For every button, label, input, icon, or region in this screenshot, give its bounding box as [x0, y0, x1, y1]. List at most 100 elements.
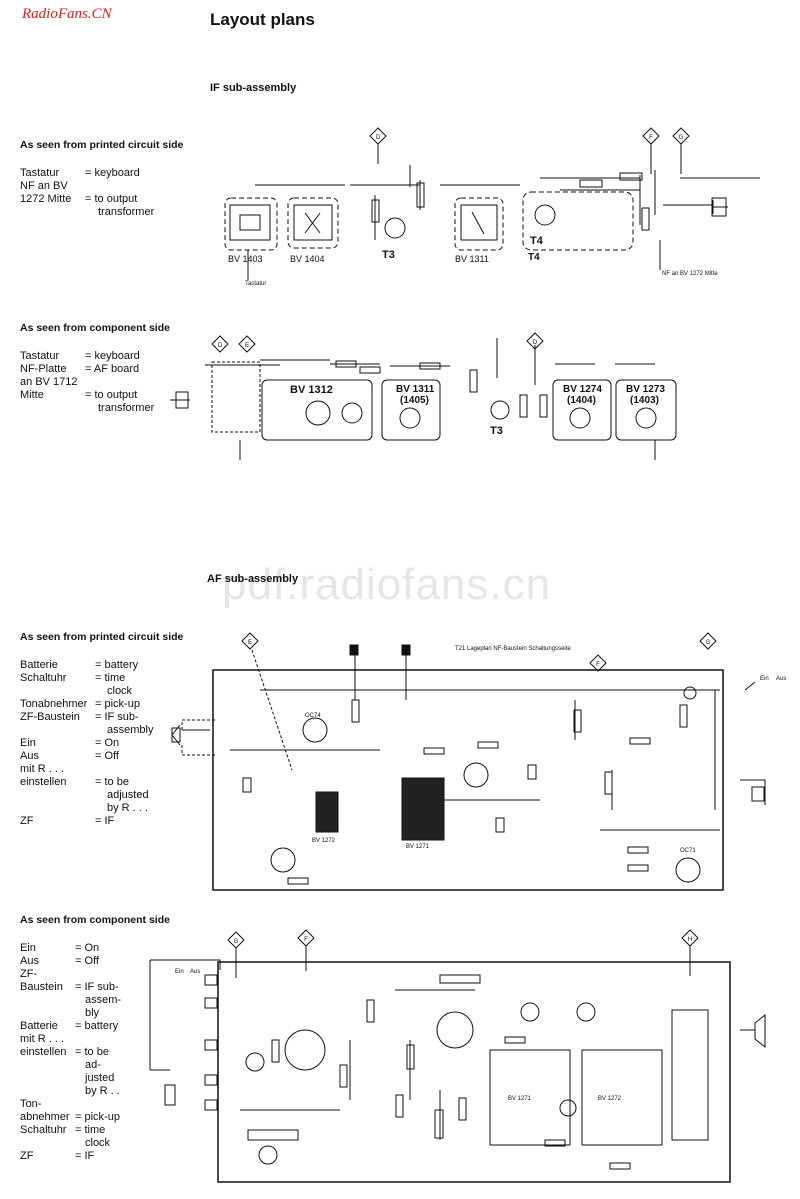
label-tastatur: Tastatur: [245, 281, 266, 287]
legend-value: = On: [95, 737, 120, 749]
label-t4: T4: [530, 235, 544, 247]
legend-value: = IF: [95, 815, 115, 827]
legend-term: ZF: [20, 1150, 34, 1162]
label-ein: Ein: [175, 969, 184, 975]
legend-value: = Off: [95, 750, 119, 762]
transistor-icon: [384, 217, 406, 239]
legend-term: ZF-Baustein: [20, 711, 80, 723]
screw-icon: [559, 1099, 577, 1117]
watermark: pdf.radiofans.cn: [222, 560, 552, 609]
legend-value: = On: [75, 942, 100, 954]
if-comp-layout: [170, 332, 677, 460]
resistor: [619, 172, 643, 181]
marker-f-icon: [589, 654, 607, 672]
legend-row: Tastatur= keyboard: [20, 350, 154, 363]
legend-value: = pick-up: [75, 1111, 120, 1123]
resistor: [627, 864, 649, 872]
legend-term: Tonabnehmer: [20, 698, 88, 710]
resistor: [519, 394, 528, 418]
legend-row: einstellen= to be: [20, 776, 153, 789]
capacitor: [242, 777, 252, 793]
legend-value: clock: [85, 1137, 111, 1149]
legend-row: clock: [20, 685, 153, 698]
drawing-labels: BV 1403 BV 1404 BV 1311 T3 T4 T4 Tastatu…: [175, 235, 786, 1102]
trim-core-icon: [399, 407, 421, 429]
connector: [175, 391, 189, 409]
legend-value: transformer: [98, 206, 155, 218]
legend-term: ZF: [20, 815, 34, 827]
legend-value: = IF sub-: [95, 711, 139, 723]
legend-value: clock: [107, 685, 133, 697]
legend-term: Schaltuhr: [20, 1124, 67, 1136]
trim-core-icon: [569, 407, 591, 429]
resistor: [544, 1139, 566, 1147]
marker-letter: E: [248, 640, 252, 646]
legend-row: NF an BV: [20, 180, 154, 193]
marker-letter: F: [596, 662, 600, 668]
resistor: [335, 360, 357, 368]
legend-row: Tonabnehmer= pick-up: [20, 698, 153, 711]
legend-value: = time: [75, 1124, 106, 1136]
resistor: [629, 737, 651, 745]
label-t3: T3: [490, 425, 503, 437]
legend-row: Schaltuhr= time: [20, 672, 153, 685]
resistor: [371, 199, 380, 223]
legend-row: ZF= IF: [20, 1150, 121, 1163]
transformer: [581, 1049, 663, 1146]
legend-value: by R . . .: [107, 802, 148, 814]
contact-pad: [204, 1074, 218, 1086]
label-bv1: BV 1403: [228, 254, 263, 264]
af-section-heading: AF sub-assembly: [207, 573, 299, 585]
if-section-heading: IF sub-assembly: [210, 82, 297, 94]
legend-term: Tastatur: [20, 350, 60, 362]
legend-term: einstellen: [20, 1046, 67, 1058]
if-pcb-subheading: As seen from printed circuit side: [20, 139, 184, 151]
resistor: [609, 1162, 631, 1170]
contact-pad: [204, 997, 218, 1009]
legend-value: = IF sub-: [75, 981, 119, 993]
resistor: [406, 1044, 415, 1070]
af-pcb-subheading: As seen from printed circuit side: [20, 631, 184, 643]
label-t3: T3: [382, 249, 395, 261]
resistor: [469, 369, 478, 393]
resistor: [366, 999, 375, 1023]
if-comp-legend: Tastatur= keyboard NF-Platte= AF board a…: [20, 350, 154, 415]
legend-term: 1272 Mitte: [20, 193, 72, 205]
coil-can: [261, 379, 373, 441]
resistor: [423, 747, 445, 755]
marker-e-icon: [238, 335, 256, 353]
resistor: [458, 1097, 467, 1121]
label-bv1272: BV 1272: [312, 838, 336, 844]
legend-term: Ein: [20, 942, 36, 954]
legend-row: mit R . . .: [20, 763, 153, 776]
legend-row: Ein= On: [20, 737, 153, 750]
label-bv1311: BV 1311: [396, 384, 435, 395]
resistor: [604, 771, 613, 795]
trim-pot-icon: [284, 1029, 326, 1071]
legend-row: NF-Platte= AF board: [20, 363, 154, 376]
connector: [711, 197, 727, 217]
transformer-core: [315, 791, 339, 833]
resistor: [351, 699, 360, 723]
label-aus: Aus: [190, 969, 200, 975]
resistor: [359, 366, 381, 374]
transistor-icon: [258, 1145, 278, 1165]
label-bv1311b: (1405): [400, 395, 429, 406]
speaker-icon: [171, 727, 181, 743]
resistor: [339, 1064, 348, 1088]
transistor-icon: [675, 857, 701, 883]
af-comp-layout: [149, 929, 766, 1183]
legend-value: = battery: [75, 1020, 119, 1032]
trim-core-icon: [305, 400, 331, 426]
legend-term: NF-Platte: [20, 363, 67, 375]
legend-value: justed: [85, 1072, 115, 1084]
connector: [751, 786, 765, 802]
marker-letter: D: [376, 135, 381, 141]
marker-letter: D: [533, 340, 538, 346]
resistor: [504, 1036, 526, 1044]
af-pcb-layout: [171, 632, 766, 891]
legend-row: Ein = On: [20, 942, 121, 955]
legend-value: assem-: [85, 994, 122, 1006]
legend-term: Batterie: [20, 1020, 58, 1032]
